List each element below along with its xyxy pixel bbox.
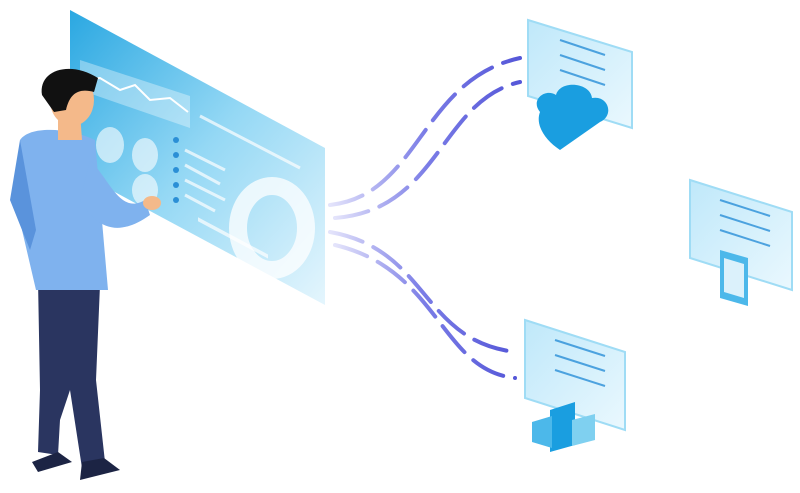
monitor-top xyxy=(527,18,633,150)
arm xyxy=(80,160,150,228)
hand xyxy=(143,196,161,210)
connection-lines xyxy=(328,56,682,380)
line-to-cloud-1 xyxy=(328,56,522,207)
cloud-icon xyxy=(536,84,609,150)
building-icon xyxy=(532,402,595,452)
line-to-cloud-2 xyxy=(333,80,522,220)
torso xyxy=(20,129,108,290)
hair xyxy=(41,68,98,112)
phone-icon xyxy=(720,250,748,306)
legs xyxy=(38,280,105,468)
monitor-middle xyxy=(689,178,793,306)
line-to-buildings-2 xyxy=(333,243,517,380)
monitor-bottom xyxy=(524,318,626,452)
dashboard-panel xyxy=(70,10,325,305)
line-to-buildings-1 xyxy=(328,230,517,354)
area-chart xyxy=(80,60,190,128)
donut-chart xyxy=(229,177,315,279)
person-figure xyxy=(10,68,161,480)
